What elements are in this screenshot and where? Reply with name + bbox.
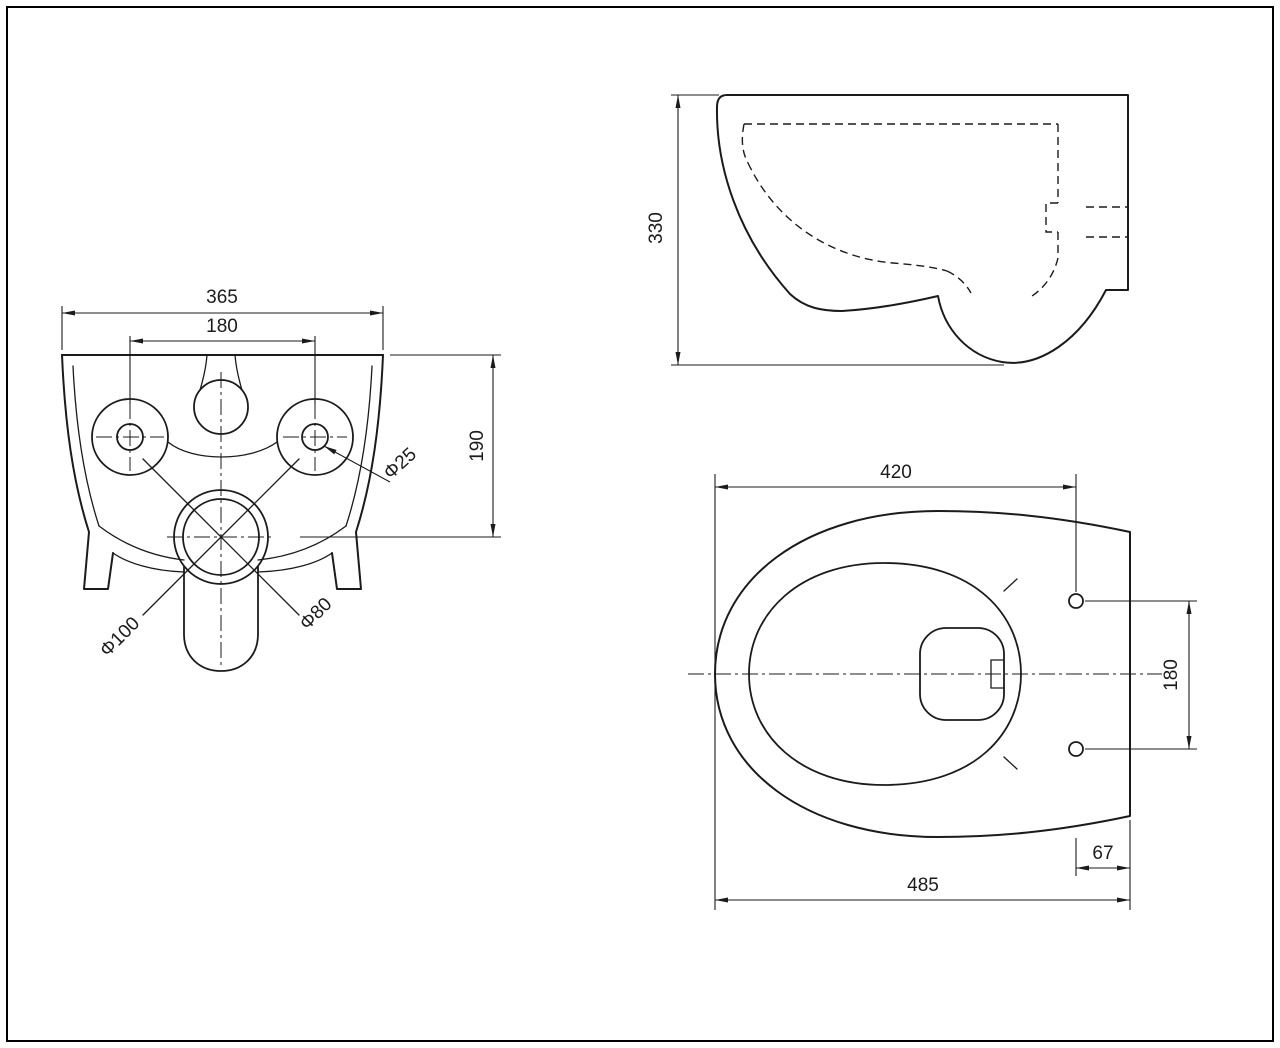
rear-view: 365 180 190 Φ25 Φ100 Φ80: [61, 287, 501, 672]
hidden-trap-curve: [1031, 257, 1059, 297]
dim-top-overall-depth: 485: [715, 820, 1131, 910]
rear-saddle-curve: [167, 441, 278, 458]
outlet-outer-dia-label: Φ100: [96, 613, 144, 661]
dim-top-holes-to-wall: 67: [1075, 838, 1130, 876]
rear-right-side: [331, 354, 384, 590]
side-view: 330: [646, 94, 1129, 366]
dim-top-485-label: 485: [907, 875, 939, 896]
mounting-hole-top: [1068, 593, 1084, 609]
dim-side-overall-height: 330: [646, 94, 1004, 366]
side-body-outline: [715, 94, 1129, 364]
rear-bottom-arch-right: [257, 552, 333, 573]
dim-top-front-to-holes: 420: [714, 462, 1077, 910]
dim-rear-width-label: 365: [206, 287, 238, 308]
rear-funnel-line-left: [199, 354, 208, 391]
rear-fixing-holes: [91, 379, 354, 476]
rim-tick-bottom: [1003, 756, 1018, 770]
rear-wing-curve-right: [257, 525, 347, 561]
side-hidden-lines: [741, 123, 1128, 297]
dim-top-67-label: 67: [1092, 843, 1113, 864]
rear-outlet: [142, 372, 300, 672]
rear-bottom-arch-left: [112, 552, 185, 573]
outlet-inner-dia-label: Φ80: [296, 594, 337, 635]
hidden-bowl-curve: [747, 162, 948, 272]
rim-tick-top: [1003, 578, 1018, 592]
hidden-rim-front: [741, 123, 749, 164]
dim-rear-hole-spacing: 180: [129, 316, 316, 404]
dim-top-hole-spacing: 180: [1085, 600, 1197, 750]
mounting-hole-bottom: [1068, 741, 1084, 757]
rear-body-outline: [61, 354, 384, 590]
outlet-pipe-body: [183, 566, 259, 672]
dim-top-180-label: 180: [1161, 659, 1182, 691]
rear-wing-curve-left: [98, 525, 185, 561]
dim-top-420-label: 420: [880, 462, 912, 483]
rear-left-side: [61, 354, 114, 590]
hidden-bowl-drop: [946, 270, 972, 294]
rear-inner-contour-left: [72, 365, 100, 527]
fixing-hole-dia-label: Φ25: [380, 444, 421, 484]
dim-rear-hole-spacing-label: 180: [206, 316, 238, 337]
drawing-border: [6, 6, 1274, 1042]
rear-inner-contour-right: [345, 365, 373, 527]
leader-line: [323, 445, 391, 483]
hidden-back-step: [1045, 202, 1058, 233]
dim-side-height-label: 330: [646, 212, 667, 244]
dim-rear-height-label: 190: [467, 430, 488, 462]
top-view: 420 180 67 485: [688, 462, 1197, 910]
dim-rear-rim-to-outlet: 190: [300, 354, 501, 538]
rear-funnel-line-right: [234, 354, 243, 391]
dim-rear-overall-width: 365: [61, 287, 384, 350]
